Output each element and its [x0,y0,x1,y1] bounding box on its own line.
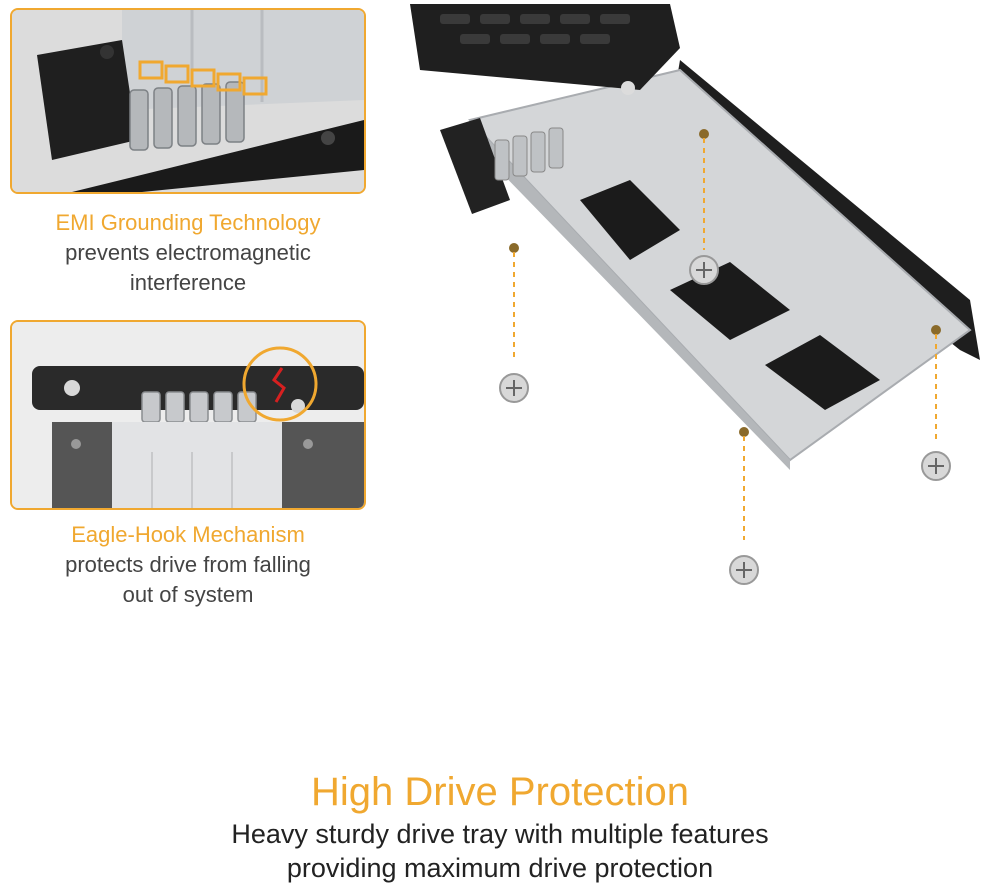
drive-tray-icon [410,4,980,585]
emi-closeup-panel [10,8,366,194]
subline-line-2: providing maximum drive protection [286,853,714,883]
eagle-hook-desc-line-2: out of system [122,582,254,607]
emi-title: EMI Grounding Technology [55,210,321,235]
screw-icon [499,255,951,585]
eagle-hook-closeup-icon [12,322,364,508]
emi-desc-line-2: interference [129,270,247,295]
eagle-hook-title: Eagle-Hook Mechanism [71,522,305,547]
eagle-hook-desc-line-1: protects drive from falling [65,552,311,577]
eagle-hook-caption: Eagle-Hook Mechanism protects drive from… [10,520,366,610]
emi-caption: EMI Grounding Technology prevents electr… [10,208,366,298]
eagle-hook-panel [10,320,366,510]
headline: High Drive Protection [311,770,689,814]
subline-line-1: Heavy sturdy drive tray with multiple fe… [231,819,769,849]
subline: Heavy sturdy drive tray with multiple fe… [0,817,1000,885]
emi-desc-line-1: prevents electromagnetic [65,240,311,265]
emi-contacts-closeup-icon [12,10,364,192]
